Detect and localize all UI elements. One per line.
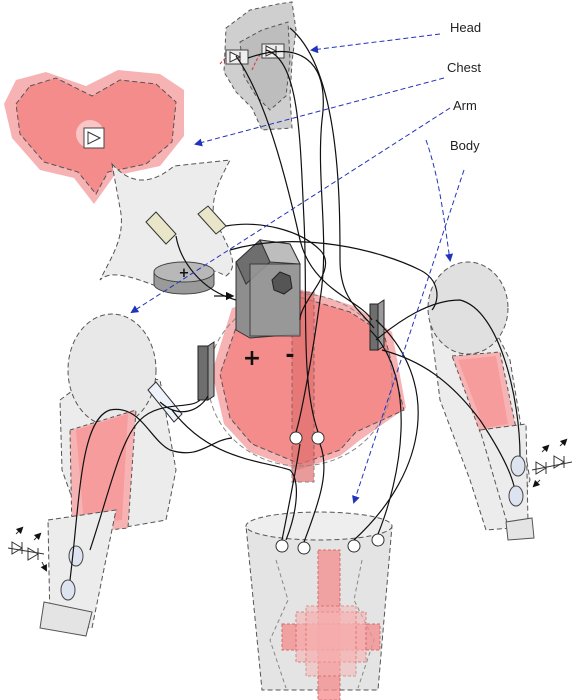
left-arm-part [7,313,183,637]
battery-plus-symbol: + [179,266,190,281]
left-arm-connector-top [68,545,84,567]
pointer-arrows [130,33,465,504]
body-part [245,511,393,700]
plus-electrode-label: + [243,346,261,371]
head-label: Head [450,20,481,35]
body-pointer-arrow [352,169,465,504]
left-arm-connector-bottom [60,579,76,601]
arm-pointer-arrow-right [425,139,454,262]
torso-part: + - [197,239,406,483]
body-connector-1 [275,539,289,553]
body-connector-2 [297,541,311,555]
battery: + [153,261,215,295]
right-arm-led-icon [531,438,573,488]
body-label: Body [450,138,480,153]
wiring [69,27,521,581]
chest-label: Chest [447,60,481,75]
right-arm-connector-top [510,455,526,477]
minus-electrode-label: - [285,343,294,368]
torso-connector-right [311,431,325,445]
left-arm-led-icon [7,526,47,572]
torso-connector-left [289,431,303,445]
torso-electrode-left [197,341,215,401]
body-connector-4 [371,533,385,547]
body-connector-3 [347,539,361,553]
right-arm-connector-bottom [508,485,524,507]
right-arm-part [427,261,573,541]
head-pointer-arrow [310,33,441,54]
arm-label: Arm [453,98,477,113]
head-part [219,1,297,131]
head-led-icon [225,43,285,65]
torso-box [235,239,301,339]
body-cross [281,549,381,700]
chest-magnet-left [145,211,177,245]
arm-pointer-arrow-left [130,107,451,314]
chest-part [4,70,234,287]
chest-pointer-arrow [194,77,445,147]
chest-led-icon [83,127,105,149]
